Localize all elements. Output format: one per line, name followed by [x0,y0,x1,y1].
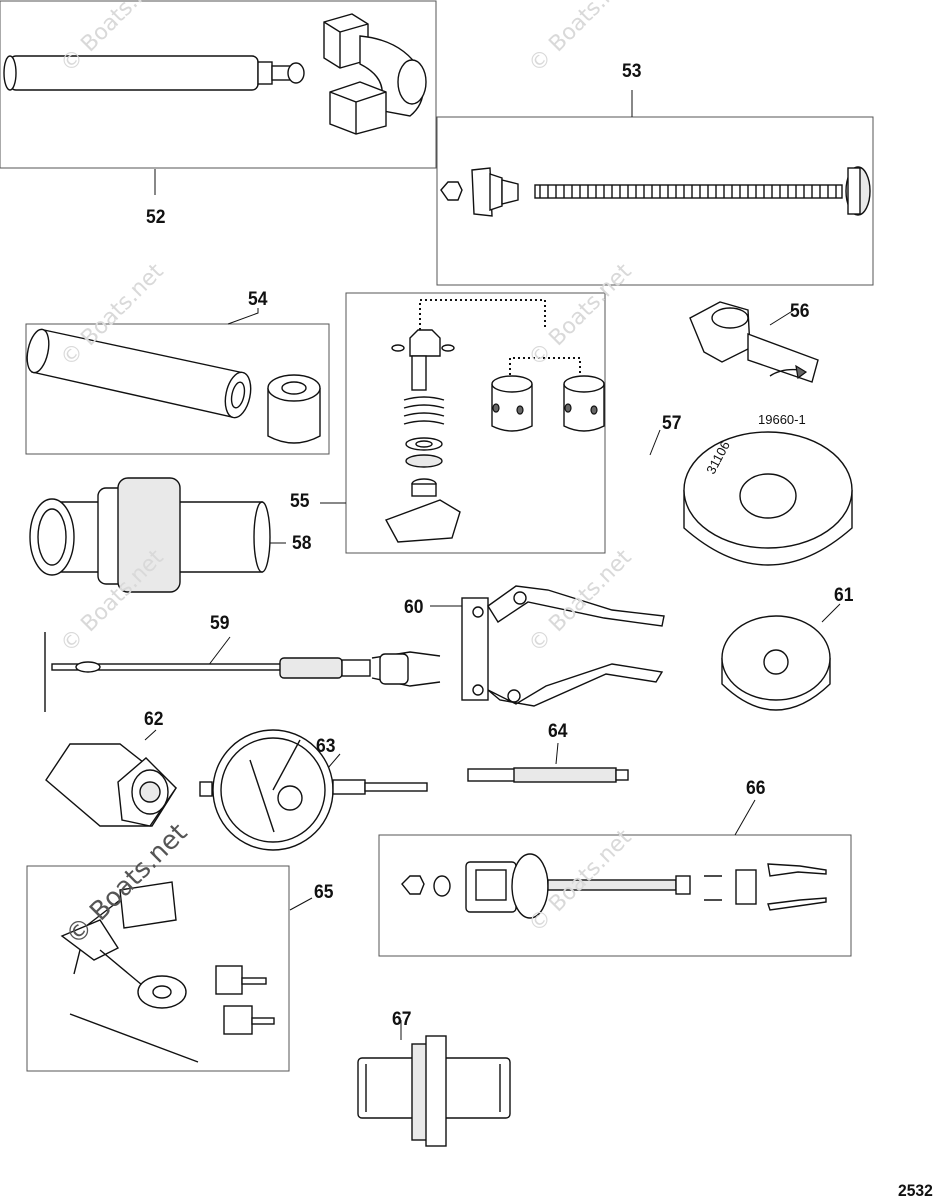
callout-59: 59 [210,613,230,634]
part-67-coupler [357,1035,511,1147]
callout-52: 52 [146,207,166,228]
callout-67: 67 [392,1009,412,1030]
part-58-coupling [29,477,271,593]
box-65 [26,865,290,1072]
leader-lines [144,90,841,1040]
part-52-blocks [323,13,427,135]
part-61-disc [721,615,831,711]
part-53-assembly [440,166,871,217]
callout-54: 54 [248,289,268,310]
part-57-disc [683,431,853,566]
part-64-bolt [467,767,629,783]
part-number-note-56: 19660-1 [758,412,806,427]
box-55 [345,292,606,554]
callout-63: 63 [316,736,336,757]
callout-64: 64 [548,721,568,742]
callout-53: 53 [622,61,642,82]
part-55-stack [384,299,605,543]
part-54-tube [26,328,252,419]
part-60-pliers [461,585,665,707]
callout-58: 58 [292,533,312,554]
part-54-bushing [267,374,321,444]
box-54 [25,323,330,455]
callout-56: 56 [790,301,810,322]
part-52-shaft [3,55,305,91]
part-65-tool [60,881,275,1063]
part-66-kit [401,853,827,919]
part-56-clamp [689,301,819,383]
page-number: 2532 [898,1181,933,1200]
callout-66: 66 [746,778,766,799]
box-66 [378,834,852,957]
callout-61: 61 [834,585,854,606]
callout-65: 65 [314,882,334,903]
callout-62: 62 [144,709,164,730]
callout-57: 57 [662,413,682,434]
part-63-dial [199,729,428,851]
part-59-puller [44,632,441,712]
box-53 [436,116,874,286]
callout-60: 60 [404,597,424,618]
box-52 [0,0,437,169]
callout-55: 55 [290,491,310,512]
part-62-socket [45,743,177,827]
